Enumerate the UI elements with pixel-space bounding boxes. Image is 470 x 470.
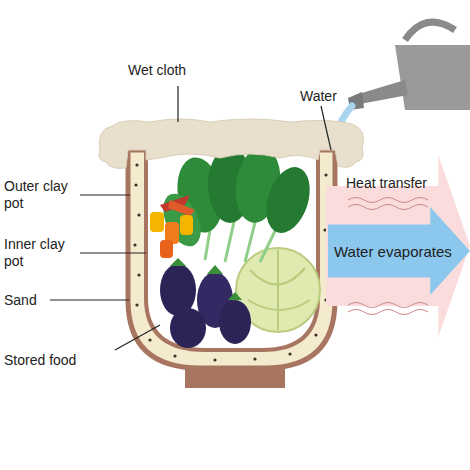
watering-can [348, 22, 470, 110]
pot-base [185, 368, 285, 388]
arrow-shape [326, 155, 470, 337]
part-label: Water [300, 88, 360, 105]
part-label: Inner clay pot [4, 236, 80, 270]
peppers [150, 195, 195, 258]
part-label: Sand [4, 292, 64, 309]
node-text: Heat transfer [346, 175, 427, 192]
arrow-shape [328, 207, 470, 295]
heat-arrow: Heat transferWater evaporates [326, 155, 470, 337]
part-label: Stored food [4, 352, 114, 369]
eggplants [160, 258, 251, 348]
spinach [156, 144, 318, 262]
part-label: Outer clay pot [4, 178, 80, 212]
evaporation-arrow: Water evaporates [328, 207, 470, 295]
leader-lines [50, 86, 331, 350]
node-text: Water evaporates [334, 243, 452, 260]
part-label: Wet cloth [128, 62, 228, 79]
wet-cloth [99, 119, 364, 168]
